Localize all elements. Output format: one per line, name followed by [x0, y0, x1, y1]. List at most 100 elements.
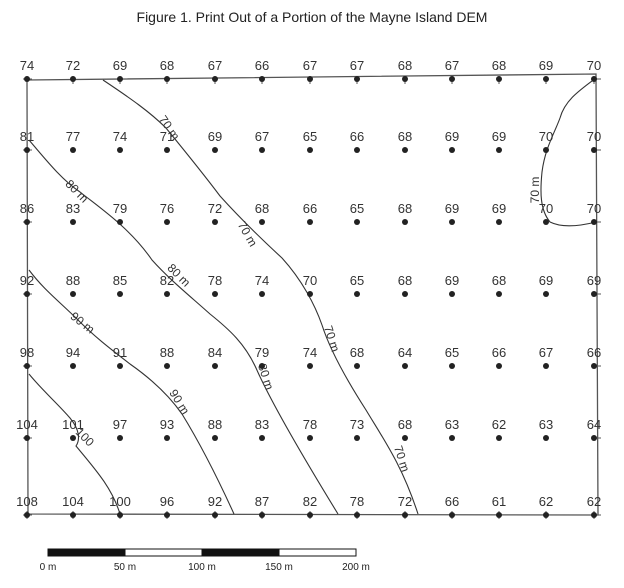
figure-title: Figure 1. Print Out of a Portion of the … [136, 9, 488, 25]
elevation-value: 61 [492, 494, 506, 509]
elevation-point [70, 76, 76, 82]
elevation-point [543, 291, 549, 297]
contour-label: 70 m [235, 219, 260, 249]
elevation-point [24, 435, 30, 441]
elevation-point [117, 147, 123, 153]
elevation-value: 62 [539, 494, 553, 509]
elevation-value: 86 [20, 201, 34, 216]
elevation-value: 96 [160, 494, 174, 509]
elevation-point [354, 512, 360, 518]
scale-bar-segment [124, 548, 203, 557]
elevation-point [543, 219, 549, 225]
elevation-point [164, 291, 170, 297]
elevation-point [117, 363, 123, 369]
elevation-point [70, 291, 76, 297]
elevation-point [449, 435, 455, 441]
elevation-value: 82 [160, 273, 174, 288]
elevation-value: 65 [350, 273, 364, 288]
contour-label: 90 m [166, 387, 192, 417]
elevation-value: 66 [255, 58, 269, 73]
elevation-point [543, 363, 549, 369]
elevation-value: 74 [255, 273, 269, 288]
elevation-point [259, 363, 265, 369]
elevation-value: 78 [350, 494, 364, 509]
elevation-value: 68 [398, 417, 412, 432]
elevation-value: 68 [255, 201, 269, 216]
elevation-value: 101 [62, 417, 84, 432]
contour-label: 70 m [321, 324, 343, 354]
elevation-value: 66 [587, 345, 601, 360]
elevation-point [259, 435, 265, 441]
elevation-point [496, 435, 502, 441]
elevation-point [354, 76, 360, 82]
elevation-value: 70 [587, 201, 601, 216]
elevation-value: 69 [445, 273, 459, 288]
elevation-point [354, 435, 360, 441]
elevation-point [307, 363, 313, 369]
elevation-value: 68 [398, 273, 412, 288]
scale-bar-label: 200 m [342, 562, 370, 573]
elevation-value: 66 [350, 129, 364, 144]
elevation-point [543, 512, 549, 518]
elevation-point [402, 363, 408, 369]
contour-label: 70 m [528, 177, 542, 204]
elevation-value: 64 [587, 417, 601, 432]
elevation-point [164, 147, 170, 153]
elevation-value: 65 [350, 201, 364, 216]
elevation-value: 68 [398, 129, 412, 144]
elevation-point [307, 435, 313, 441]
elevation-point [307, 76, 313, 82]
elevation-value: 88 [160, 345, 174, 360]
elevation-point [449, 147, 455, 153]
elevation-value: 69 [492, 201, 506, 216]
elevation-point [449, 76, 455, 82]
elevation-point [70, 435, 76, 441]
elevation-value: 62 [492, 417, 506, 432]
elevation-point [307, 147, 313, 153]
elevation-value: 74 [113, 129, 127, 144]
elevation-value: 62 [587, 494, 601, 509]
elevation-point [70, 147, 76, 153]
elevation-point [496, 363, 502, 369]
elevation-point [212, 363, 218, 369]
scale-bar-label: 150 m [265, 562, 293, 573]
elevation-value: 70 [539, 129, 553, 144]
elevation-value: 79 [113, 201, 127, 216]
elevation-point [164, 435, 170, 441]
elevation-value: 92 [20, 273, 34, 288]
elevation-point [543, 435, 549, 441]
elevation-point [70, 363, 76, 369]
elevation-value: 70 [539, 201, 553, 216]
elevation-value: 69 [539, 58, 553, 73]
scale-bar-label: 50 m [114, 562, 136, 573]
elevation-value: 88 [66, 273, 80, 288]
elevation-value: 69 [539, 273, 553, 288]
contour-90-line [28, 269, 235, 515]
elevation-point [117, 512, 123, 518]
elevation-value: 67 [445, 58, 459, 73]
elevation-value: 93 [160, 417, 174, 432]
elevation-value: 72 [66, 58, 80, 73]
elevation-point [496, 76, 502, 82]
contour-label: 80 m [255, 362, 277, 392]
elevation-value: 70 [587, 129, 601, 144]
elevation-point [212, 219, 218, 225]
contour-label: 90 m [68, 309, 98, 336]
elevation-value: 68 [492, 58, 506, 73]
elevation-value: 78 [303, 417, 317, 432]
elevation-point [354, 147, 360, 153]
elevation-value: 66 [492, 345, 506, 360]
elevation-value: 73 [350, 417, 364, 432]
elevation-point [591, 76, 597, 82]
elevation-point [543, 147, 549, 153]
elevation-point [543, 76, 549, 82]
elevation-point [402, 76, 408, 82]
elevation-point [212, 291, 218, 297]
elevation-value: 65 [445, 345, 459, 360]
elevation-point [70, 219, 76, 225]
scale-bar-label: 0 m [40, 562, 57, 573]
elevation-value: 68 [350, 345, 364, 360]
elevation-point [70, 512, 76, 518]
elevation-value: 71 [160, 129, 174, 144]
